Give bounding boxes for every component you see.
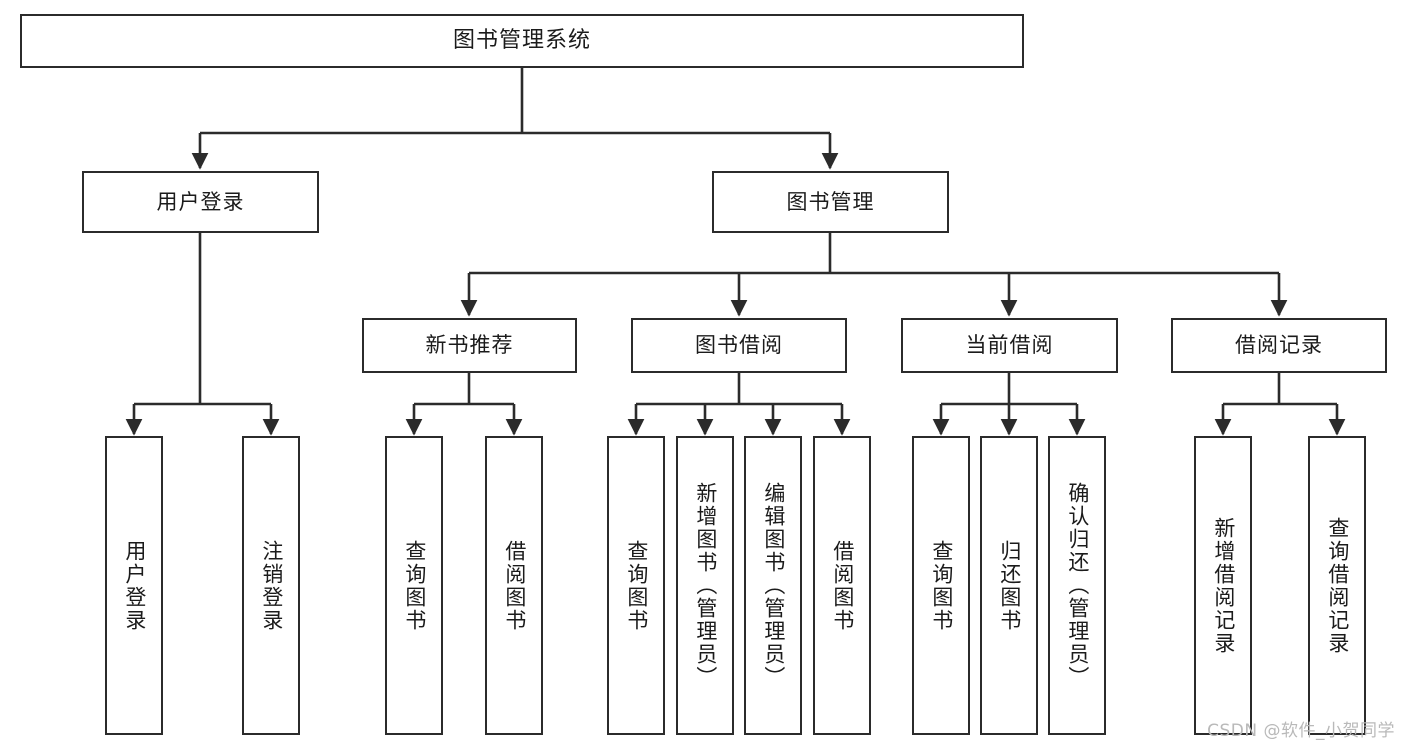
- leaf-label: 借阅图书: [830, 539, 855, 632]
- leaf-book-borrow-add[interactable]: 新增图书（管理员）: [676, 436, 734, 735]
- node-root-system[interactable]: 图书管理系统: [20, 14, 1024, 68]
- node-new-book-recommend[interactable]: 新书推荐: [362, 318, 577, 373]
- leaf-current-borrow-return[interactable]: 归还图书: [980, 436, 1038, 735]
- node-label: 新书推荐: [425, 333, 514, 358]
- node-borrow-record[interactable]: 借阅记录: [1171, 318, 1387, 373]
- leaf-new-book-query[interactable]: 查询图书: [385, 436, 443, 735]
- leaf-label: 查询图书: [929, 539, 954, 632]
- leaf-new-book-borrow[interactable]: 借阅图书: [485, 436, 543, 735]
- node-book-management[interactable]: 图书管理: [712, 171, 949, 233]
- leaf-label: 查询图书: [402, 539, 427, 632]
- leaf-label: 注销登录: [259, 539, 284, 632]
- node-current-borrow[interactable]: 当前借阅: [901, 318, 1118, 373]
- node-label: 当前借阅: [965, 333, 1054, 358]
- leaf-book-borrow-edit[interactable]: 编辑图书（管理员）: [744, 436, 802, 735]
- leaf-label: 查询图书: [624, 539, 649, 632]
- leaf-user-login-logout[interactable]: 注销登录: [242, 436, 300, 735]
- node-label: 图书借阅: [695, 333, 783, 358]
- leaf-user-login-login[interactable]: 用户登录: [105, 436, 163, 735]
- leaf-label: 新增借阅记录: [1211, 516, 1236, 655]
- leaf-label: 确认归还（管理员）: [1065, 482, 1090, 689]
- leaf-label: 用户登录: [122, 539, 147, 632]
- node-label: 用户登录: [156, 189, 245, 214]
- node-label: 图书管理系统: [452, 28, 591, 54]
- watermark-text: CSDN @软件_小贺同学: [1207, 721, 1395, 741]
- leaf-label: 借阅图书: [502, 539, 527, 632]
- leaf-borrow-record-query[interactable]: 查询借阅记录: [1308, 436, 1366, 735]
- node-label: 借阅记录: [1235, 333, 1323, 358]
- leaf-current-borrow-query[interactable]: 查询图书: [912, 436, 970, 735]
- leaf-label: 新增图书（管理员）: [693, 482, 718, 689]
- leaf-book-borrow-borrow[interactable]: 借阅图书: [813, 436, 871, 735]
- leaf-borrow-record-add[interactable]: 新增借阅记录: [1194, 436, 1252, 735]
- node-label: 图书管理: [786, 189, 875, 214]
- leaf-label: 查询借阅记录: [1325, 516, 1350, 655]
- node-user-login[interactable]: 用户登录: [82, 171, 319, 233]
- leaf-label: 编辑图书（管理员）: [761, 482, 786, 689]
- leaf-book-borrow-query[interactable]: 查询图书: [607, 436, 665, 735]
- leaf-current-borrow-confirm-return[interactable]: 确认归还（管理员）: [1048, 436, 1106, 735]
- node-book-borrow[interactable]: 图书借阅: [631, 318, 847, 373]
- leaf-label: 归还图书: [997, 539, 1022, 632]
